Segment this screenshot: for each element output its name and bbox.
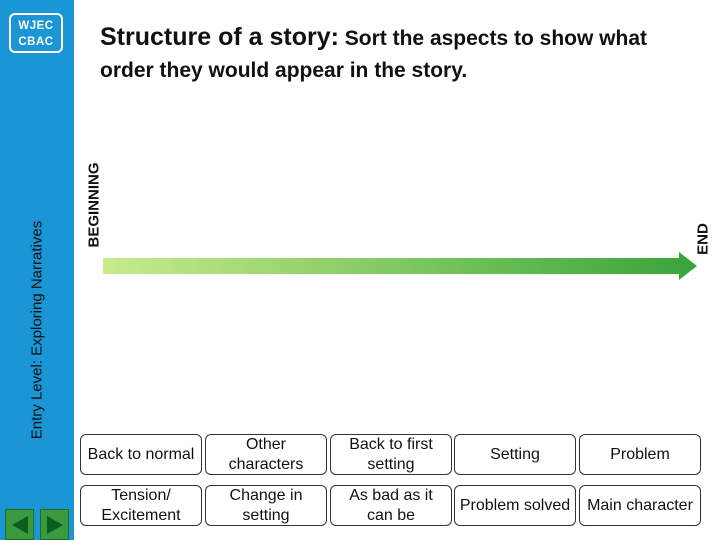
logo-line-2: CBAC <box>18 36 54 48</box>
aspect-card[interactable]: Tension/ Excitement <box>80 485 202 526</box>
arrow-left-icon <box>12 516 28 534</box>
timeline-end-label: END <box>694 223 712 255</box>
timeline-start-label: BEGINNING <box>85 162 103 248</box>
aspect-card[interactable]: As bad as it can be <box>330 485 452 526</box>
aspect-card[interactable]: Problem <box>579 434 701 475</box>
aspect-card[interactable]: Back to first setting <box>330 434 452 475</box>
aspect-card[interactable]: Main character <box>579 485 701 526</box>
aspect-card[interactable]: Change in setting <box>205 485 327 526</box>
logo-line-1: WJEC <box>18 20 54 32</box>
arrow-right-icon <box>47 516 63 534</box>
story-timeline-arrow <box>103 252 697 280</box>
title-instruction: Sort the aspects to show what order they… <box>100 27 647 82</box>
sidebar-course-label: Entry Level: Exploring Narratives <box>28 220 46 440</box>
previous-slide-button[interactable] <box>5 509 34 540</box>
sidebar: WJEC CBAC Entry Level: Exploring Narrati… <box>0 0 74 540</box>
aspect-card[interactable]: Setting <box>454 434 576 475</box>
wjec-cbac-logo: WJEC CBAC <box>9 13 63 53</box>
aspect-card[interactable]: Other characters <box>205 434 327 475</box>
aspect-card[interactable]: Back to normal <box>80 434 202 475</box>
title-heading: Structure of a story: <box>100 23 339 51</box>
aspect-card[interactable]: Problem solved <box>454 485 576 526</box>
page-title: Structure of a story: Sort the aspects t… <box>100 22 700 88</box>
next-slide-button[interactable] <box>40 509 69 540</box>
